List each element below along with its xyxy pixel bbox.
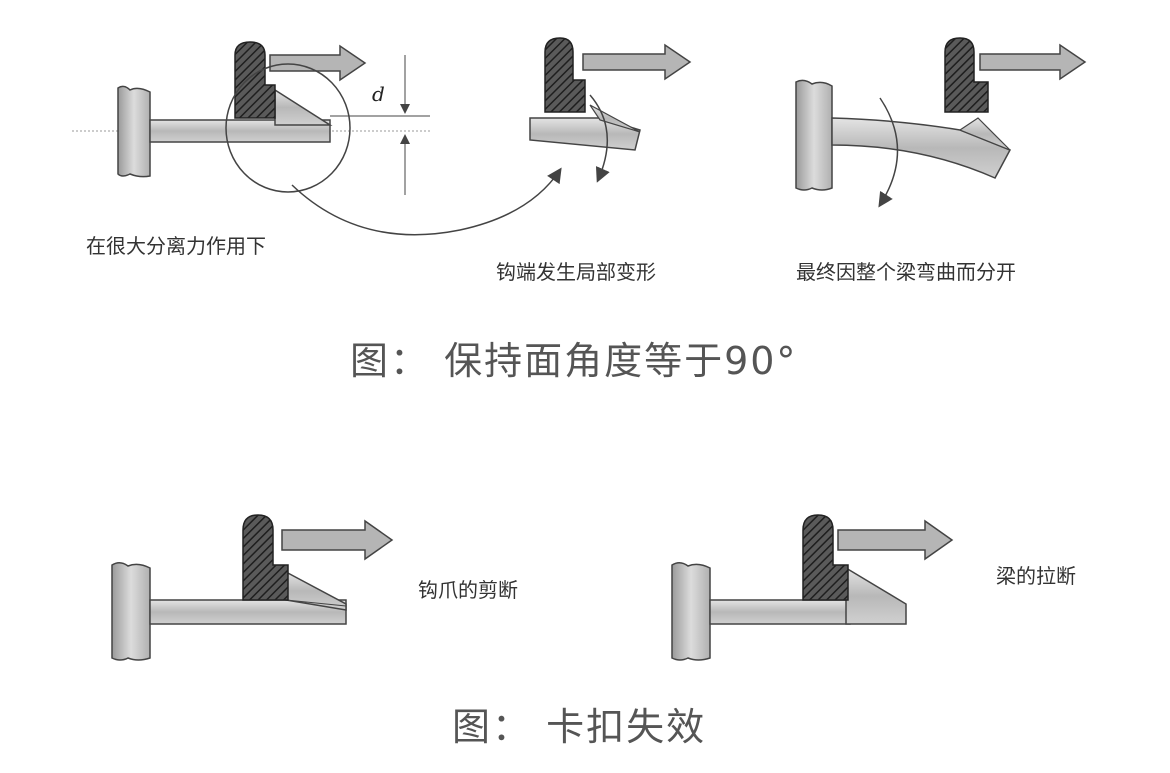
stage1-label: 在很大分离力作用下 <box>86 234 266 258</box>
failure2-assembly <box>671 514 954 661</box>
stage2-assembly <box>529 37 692 183</box>
failure1-assembly <box>111 514 394 661</box>
stage1-assembly <box>72 41 562 236</box>
bottom-figure-caption: 图： 卡扣失效 <box>452 705 707 749</box>
top-figure-caption: 图： 保持面角度等于90° <box>350 339 798 383</box>
stage3-assembly <box>795 37 1087 208</box>
stage3-label: 最终因整个梁弯曲而分开 <box>796 260 1016 284</box>
failure1-label: 钩爪的剪断 <box>418 578 518 602</box>
stage2-label: 钩端发生局部变形 <box>496 260 656 284</box>
dimension-d-label: d <box>372 82 385 106</box>
failure2-label: 梁的拉断 <box>996 564 1076 588</box>
